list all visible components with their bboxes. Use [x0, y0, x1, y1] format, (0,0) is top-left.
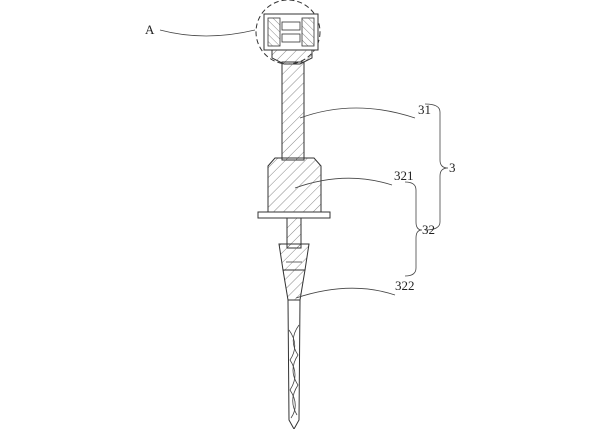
upper-shaft	[281, 61, 305, 161]
label-31: 31	[418, 102, 431, 117]
leader-a	[159, 29, 256, 37]
label-32: 32	[422, 222, 435, 237]
leader-322	[295, 287, 396, 299]
collar-body	[257, 157, 331, 219]
taper-sleeve	[278, 243, 310, 301]
label-3: 3	[449, 160, 456, 175]
leader-31	[299, 107, 416, 119]
label-a: A	[145, 22, 155, 37]
leader-321	[294, 177, 393, 189]
brace-3	[424, 103, 449, 231]
brace-32	[404, 181, 423, 277]
drill-bit	[287, 299, 301, 429]
label-322: 322	[395, 278, 415, 293]
head-assembly	[263, 13, 319, 65]
label-321: 321	[394, 168, 414, 183]
